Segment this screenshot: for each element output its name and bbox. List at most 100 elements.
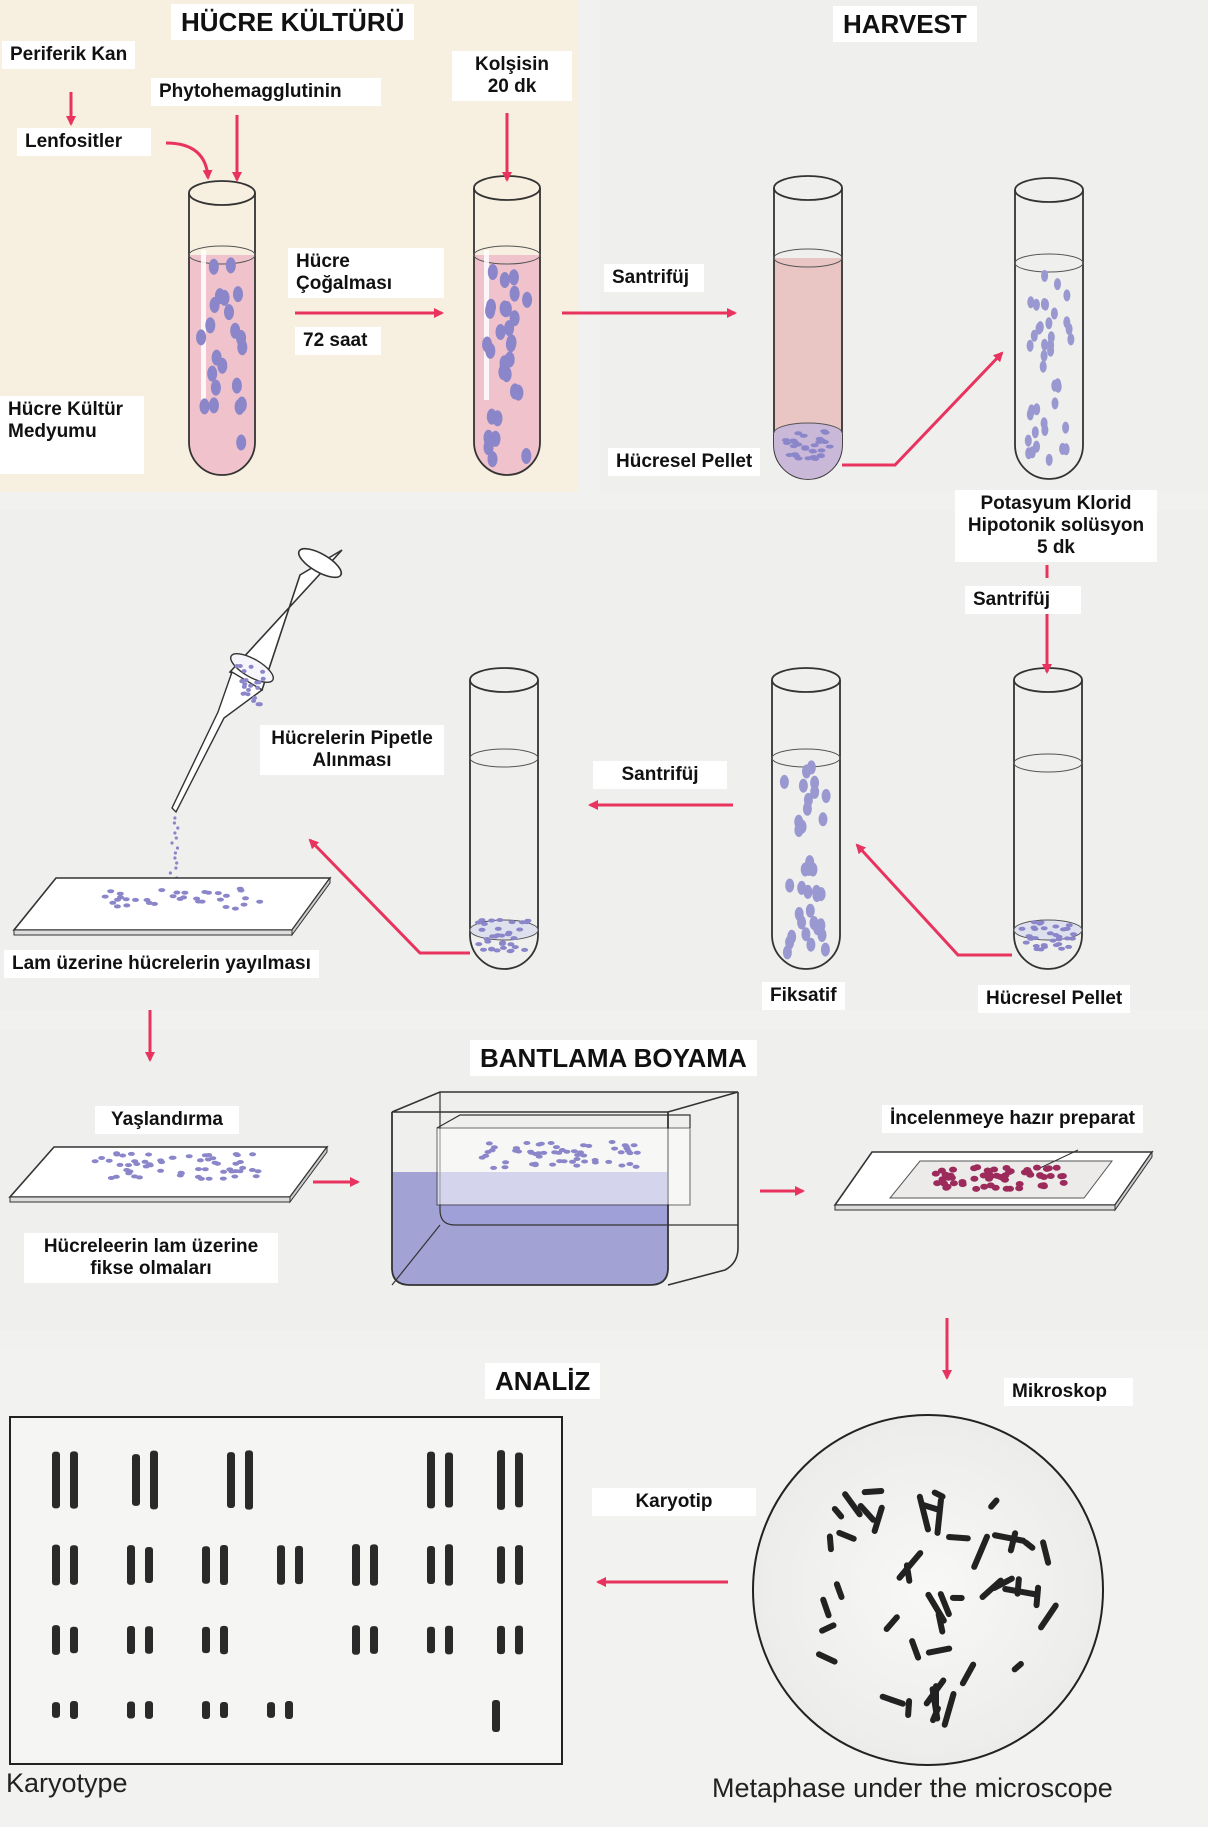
cell	[490, 430, 501, 447]
section-title-culture: HÜCRE KÜLTÜRÜ	[171, 4, 415, 40]
cell	[260, 676, 266, 681]
cell	[490, 1145, 498, 1150]
label-microscope: Mikroskop	[1004, 1378, 1133, 1406]
cell	[214, 1161, 221, 1166]
cell	[816, 454, 825, 459]
cell	[1052, 924, 1060, 929]
cell	[239, 678, 245, 683]
chromosome	[145, 1626, 153, 1654]
cell	[817, 448, 826, 453]
cell	[790, 440, 799, 445]
cell	[236, 434, 247, 451]
metaphase-chromosome	[946, 1534, 971, 1542]
metaphase-chromosome	[1014, 1576, 1022, 1597]
label-centrifuge-3: Santrifüj	[593, 761, 727, 789]
cell	[1063, 936, 1071, 941]
drop	[175, 861, 179, 865]
metaphase-chromosome	[883, 1614, 900, 1633]
falling-drops	[168, 816, 180, 885]
cell	[256, 680, 262, 685]
tank-cells	[478, 1140, 641, 1170]
chromosome	[127, 1545, 135, 1585]
metaphase-chromosome	[831, 1505, 845, 1520]
label-cell-proliferation: Hücre Çoğalması	[288, 248, 444, 298]
cell	[789, 444, 798, 449]
cell	[1040, 349, 1048, 362]
cell	[231, 377, 242, 394]
label-phytohemagglutinin: Phytohemagglutinin	[151, 78, 381, 106]
label-medium-line1: Hücre Kültür	[8, 399, 124, 420]
cell	[549, 1162, 557, 1167]
cell	[1027, 296, 1035, 309]
chromosome	[227, 1452, 235, 1508]
label-kcl-line2: Hipotonik solüsyon	[967, 515, 1145, 536]
metaphase-chromosome	[1038, 1602, 1059, 1631]
cell	[632, 1164, 640, 1169]
cell	[220, 1169, 228, 1174]
cell	[486, 298, 496, 315]
cell	[617, 1150, 625, 1155]
label-karyotype-tr: Karyotip	[592, 1488, 756, 1516]
cell	[1006, 1185, 1014, 1192]
label-proliferation-line1: Hücre	[296, 251, 350, 272]
chromosome	[220, 1625, 228, 1655]
label-pipette-line1: Hücrelerin Pipetle	[271, 728, 433, 749]
cell	[1027, 936, 1035, 941]
cell	[812, 888, 822, 903]
drop	[173, 816, 177, 820]
metaphase-chromosome	[949, 1594, 965, 1601]
cell	[809, 916, 819, 930]
chromosome	[220, 1545, 228, 1586]
cell	[219, 1176, 227, 1181]
cell	[241, 669, 247, 674]
cell	[1050, 307, 1058, 320]
cell	[125, 1163, 132, 1168]
cell	[1036, 921, 1044, 926]
cell	[970, 1165, 979, 1172]
drop	[173, 856, 177, 860]
cell	[208, 258, 219, 275]
cell	[821, 440, 829, 444]
cell	[157, 1158, 165, 1163]
cell	[1055, 934, 1063, 939]
cell	[1026, 339, 1034, 352]
cell	[1026, 408, 1034, 421]
cell	[970, 1175, 979, 1182]
label-cell-pellet-2: Hücresel Pellet	[978, 985, 1131, 1013]
chromosome	[427, 1545, 435, 1585]
cell	[131, 1174, 139, 1179]
cell	[569, 1159, 576, 1164]
cell	[231, 906, 239, 911]
cell	[1065, 944, 1073, 949]
drop	[172, 821, 176, 825]
cell	[176, 896, 184, 901]
cell	[1051, 397, 1059, 410]
cell	[820, 942, 830, 957]
lymphocyte-cells	[196, 257, 248, 451]
cell	[487, 264, 498, 280]
cell	[523, 1141, 531, 1145]
metaphase-chromosome	[1022, 1539, 1036, 1551]
label-kcl-line3: 5 dk	[1036, 537, 1076, 558]
cell	[1042, 298, 1049, 311]
cell	[105, 1158, 113, 1163]
cell	[237, 888, 245, 893]
cell	[580, 1153, 588, 1158]
cell	[1041, 269, 1049, 282]
chromosome	[497, 1450, 505, 1510]
label-pipette: Hücrelerin Pipetle Alınması	[260, 725, 444, 775]
cell	[114, 897, 122, 902]
spread-cells	[101, 886, 264, 911]
chromosome	[445, 1625, 453, 1655]
cell	[225, 257, 236, 274]
kcl-pellet-tube	[1013, 667, 1083, 970]
metaphase-chromosome	[988, 1497, 1000, 1510]
chromosome	[70, 1701, 78, 1719]
cell	[608, 1140, 616, 1144]
label-cell-pellet-1: Hücresel Pellet	[608, 448, 761, 476]
cell	[804, 456, 813, 461]
cell	[805, 903, 815, 918]
spread-slide	[12, 876, 332, 937]
metaphase-chromosome	[916, 1493, 931, 1533]
cell	[254, 1169, 262, 1174]
